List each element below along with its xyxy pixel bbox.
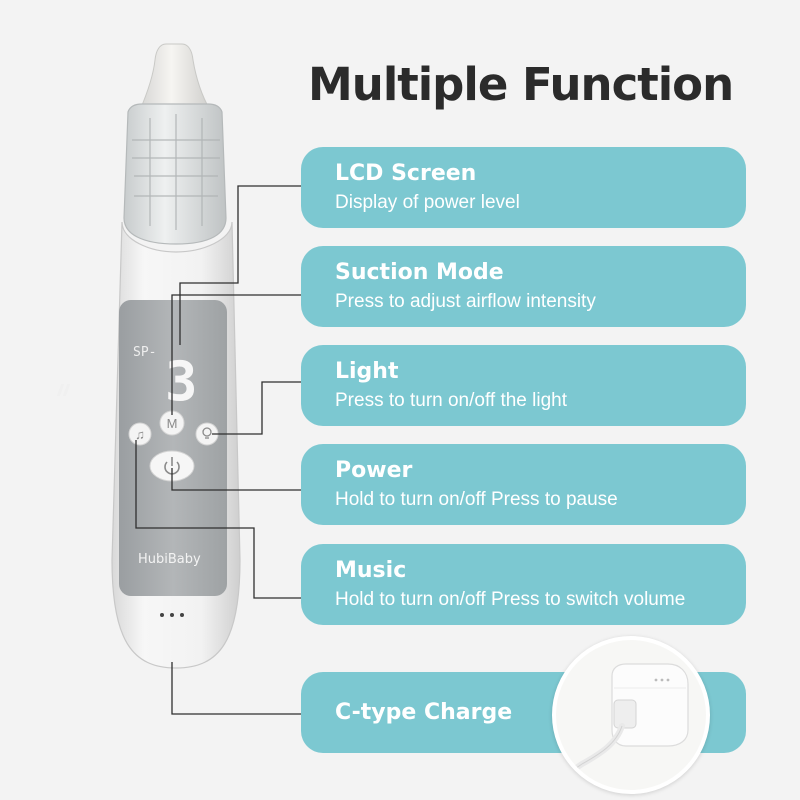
lcd-mode-label: SP- [133, 345, 156, 360]
line-suction-mode [171, 294, 301, 415]
line-power [171, 468, 301, 491]
feature-title: Music [335, 558, 407, 583]
feature-title: Light [335, 359, 399, 384]
feature-card-suction-mode: Suction Mode Press to adjust airflow int… [301, 246, 746, 327]
battery-bars-icon [56, 384, 71, 396]
feature-desc: Display of power level [335, 192, 520, 213]
music-note-icon: ♫ [135, 427, 145, 442]
page-title: Multiple Function [308, 58, 734, 111]
usb-c-cable-icon [556, 640, 706, 790]
feature-desc: Hold to turn on/off Press to pause [335, 489, 618, 510]
line-light [212, 381, 301, 435]
line-music [135, 440, 301, 599]
bulb-icon [202, 427, 212, 439]
indicator-dots [160, 613, 184, 617]
feature-card-lcd-screen: LCD Screen Display of power level [301, 147, 746, 228]
power-button[interactable] [149, 450, 195, 482]
brand-logo: HubiBaby [138, 552, 201, 567]
feature-desc: Press to turn on/off the light [335, 390, 568, 411]
feature-card-music: Music Hold to turn on/off Press to switc… [301, 544, 746, 625]
line-lcd-screen [179, 185, 301, 345]
lcd-digit: 3 [165, 350, 198, 413]
feature-title: Suction Mode [335, 260, 504, 285]
control-panel [119, 300, 227, 596]
music-button[interactable]: ♫ [128, 422, 152, 446]
line-c-type-charge [171, 662, 301, 715]
feature-title: LCD Screen [335, 161, 477, 186]
feature-title: Power [335, 458, 413, 483]
charger-photo-inset [552, 636, 710, 794]
feature-title: C-type Charge [335, 700, 513, 725]
feature-card-power: Power Hold to turn on/off Press to pause [301, 444, 746, 525]
feature-desc: Press to adjust airflow intensity [335, 291, 596, 312]
mode-button-label: M [167, 416, 178, 431]
feature-card-light: Light Press to turn on/off the light [301, 345, 746, 426]
feature-desc: Hold to turn on/off Press to switch volu… [335, 589, 686, 610]
